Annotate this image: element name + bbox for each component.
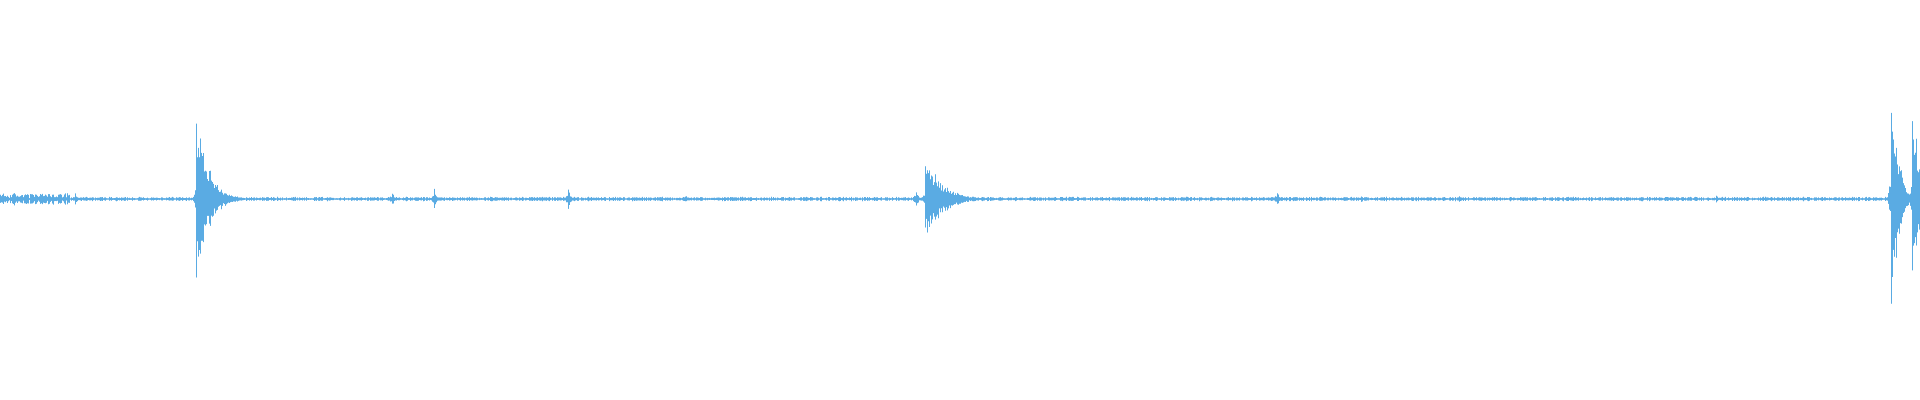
waveform-samples bbox=[0, 112, 1920, 304]
